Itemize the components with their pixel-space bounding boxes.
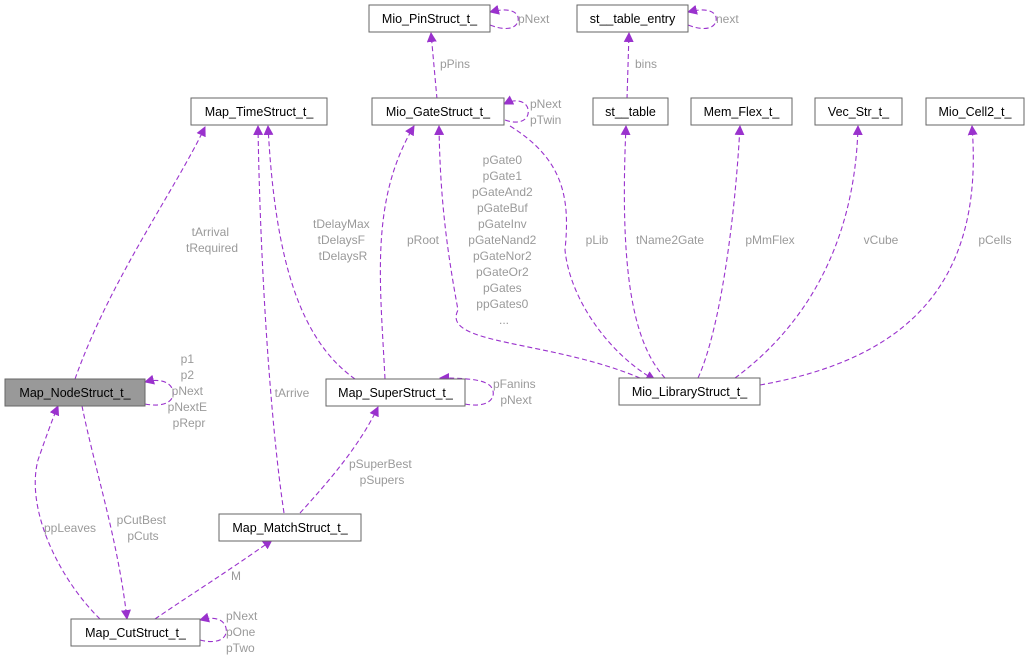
label-node-self: p1 p2 pNext pNextE pRepr: [168, 352, 211, 430]
label-super-time: tDelayMax tDelaysF tDelaysR: [313, 217, 373, 263]
node-matchstruct-label: Map_MatchStruct_t_: [232, 521, 348, 535]
label-pin-pnext: pNext: [518, 12, 550, 26]
edge-labels: pNext next pPins bins pNext pTwin tArriv…: [44, 12, 1012, 655]
edge-lib-table: [620, 125, 666, 379]
label-match-tarrive: tArrive: [275, 386, 310, 400]
edge-gate-lib: [509, 125, 656, 381]
node-gatestruct-label: Mio_GateStruct_t_: [386, 105, 491, 119]
node-cutstruct-label: Map_CutStruct_t_: [85, 626, 187, 640]
node-tableentry-label: st__table_entry: [590, 12, 676, 26]
label-super-root: pRoot: [407, 233, 440, 247]
node-nodestruct-label: Map_NodeStruct_t_: [19, 386, 131, 400]
label-lib-gates: pGate0 pGate1 pGateAnd2 pGateBuf pGateIn…: [468, 153, 539, 327]
label-cut-match: M: [231, 569, 241, 583]
edge-super-time: [263, 125, 356, 380]
edge-node-time: [74, 126, 206, 380]
label-lib-vcube: vCube: [864, 233, 899, 247]
node-cell2-label: Mio_Cell2_t_: [939, 105, 1013, 119]
edge-cut-node: [34, 405, 101, 620]
node-library-label: Mio_LibraryStruct_t_: [632, 385, 748, 399]
label-node-time: tArrival tRequired: [186, 225, 238, 255]
edge-node-self: [144, 374, 174, 406]
label-table-bins: bins: [635, 57, 657, 71]
label-match-super: pSuperBest pSupers: [349, 457, 415, 487]
label-entry-next: next: [716, 12, 739, 26]
node-timestruct-label: Map_TimeStruct_t_: [205, 105, 315, 119]
label-gate-ppins: pPins: [440, 57, 470, 71]
node-memflex-label: Mem_Flex_t_: [704, 105, 781, 119]
label-cut-self: pNext pOne pTwo: [226, 609, 261, 655]
node-library[interactable]: Mio_LibraryStruct_t_: [618, 377, 761, 406]
edges: [34, 4, 978, 643]
edge-lib-cell2: [759, 125, 978, 386]
edge-tableentry-next: [687, 4, 717, 29]
node-pinstruct[interactable]: Mio_PinStruct_t_: [368, 4, 491, 33]
node-superstruct[interactable]: Map_SuperStruct_t_: [325, 378, 466, 407]
label-node-cut: pCutBest pCuts: [117, 513, 170, 543]
edge-lib-gates: [434, 125, 641, 379]
edge-super-self: [439, 373, 494, 406]
node-cell2[interactable]: Mio_Cell2_t_: [925, 97, 1025, 126]
node-memflex[interactable]: Mem_Flex_t_: [690, 97, 793, 126]
node-vecstr-label: Vec_Str_t_: [828, 105, 890, 119]
label-lib-mmflex: pMmFlex: [745, 233, 794, 247]
node-vecstr[interactable]: Vec_Str_t_: [814, 97, 903, 126]
edge-node-cut: [81, 405, 131, 620]
label-gate-self: pNext pTwin: [530, 97, 565, 127]
node-pinstruct-label: Mio_PinStruct_t_: [382, 12, 478, 26]
node-timestruct[interactable]: Map_TimeStruct_t_: [190, 97, 328, 126]
edge-super-gate: [379, 125, 415, 380]
edge-match-super: [299, 406, 379, 514]
label-lib-plib: pLib: [586, 233, 609, 247]
edge-gate-self: [503, 95, 529, 123]
label-super-self: pFanins pNext: [493, 377, 539, 407]
node-superstruct-label: Map_SuperStruct_t_: [338, 386, 454, 400]
edge-lib-memflex: [697, 125, 745, 379]
node-gatestruct[interactable]: Mio_GateStruct_t_: [371, 97, 505, 126]
label-lib-pcells: pCells: [978, 233, 1011, 247]
edge-pinstruct-pnext: [489, 4, 519, 29]
nodes: Mio_PinStruct_t_ st__table_entry Map_Tim…: [4, 4, 1025, 647]
node-table-label: st__table: [605, 105, 656, 119]
node-nodestruct[interactable]: Map_NodeStruct_t_: [4, 378, 146, 407]
edge-match-time: [253, 125, 285, 514]
label-cut-leaves: ppLeaves: [44, 521, 96, 535]
node-tableentry[interactable]: st__table_entry: [576, 4, 689, 33]
node-table[interactable]: st__table: [592, 97, 669, 126]
node-cutstruct[interactable]: Map_CutStruct_t_: [70, 618, 201, 647]
edge-gate-pins: [426, 32, 438, 100]
node-matchstruct[interactable]: Map_MatchStruct_t_: [218, 513, 362, 542]
edge-cut-self: [199, 612, 227, 643]
edge-cut-match: [154, 539, 273, 620]
edge-table-bins: [623, 32, 634, 100]
edge-lib-vecstr: [734, 125, 863, 379]
label-lib-name2gate: tName2Gate: [636, 233, 704, 247]
